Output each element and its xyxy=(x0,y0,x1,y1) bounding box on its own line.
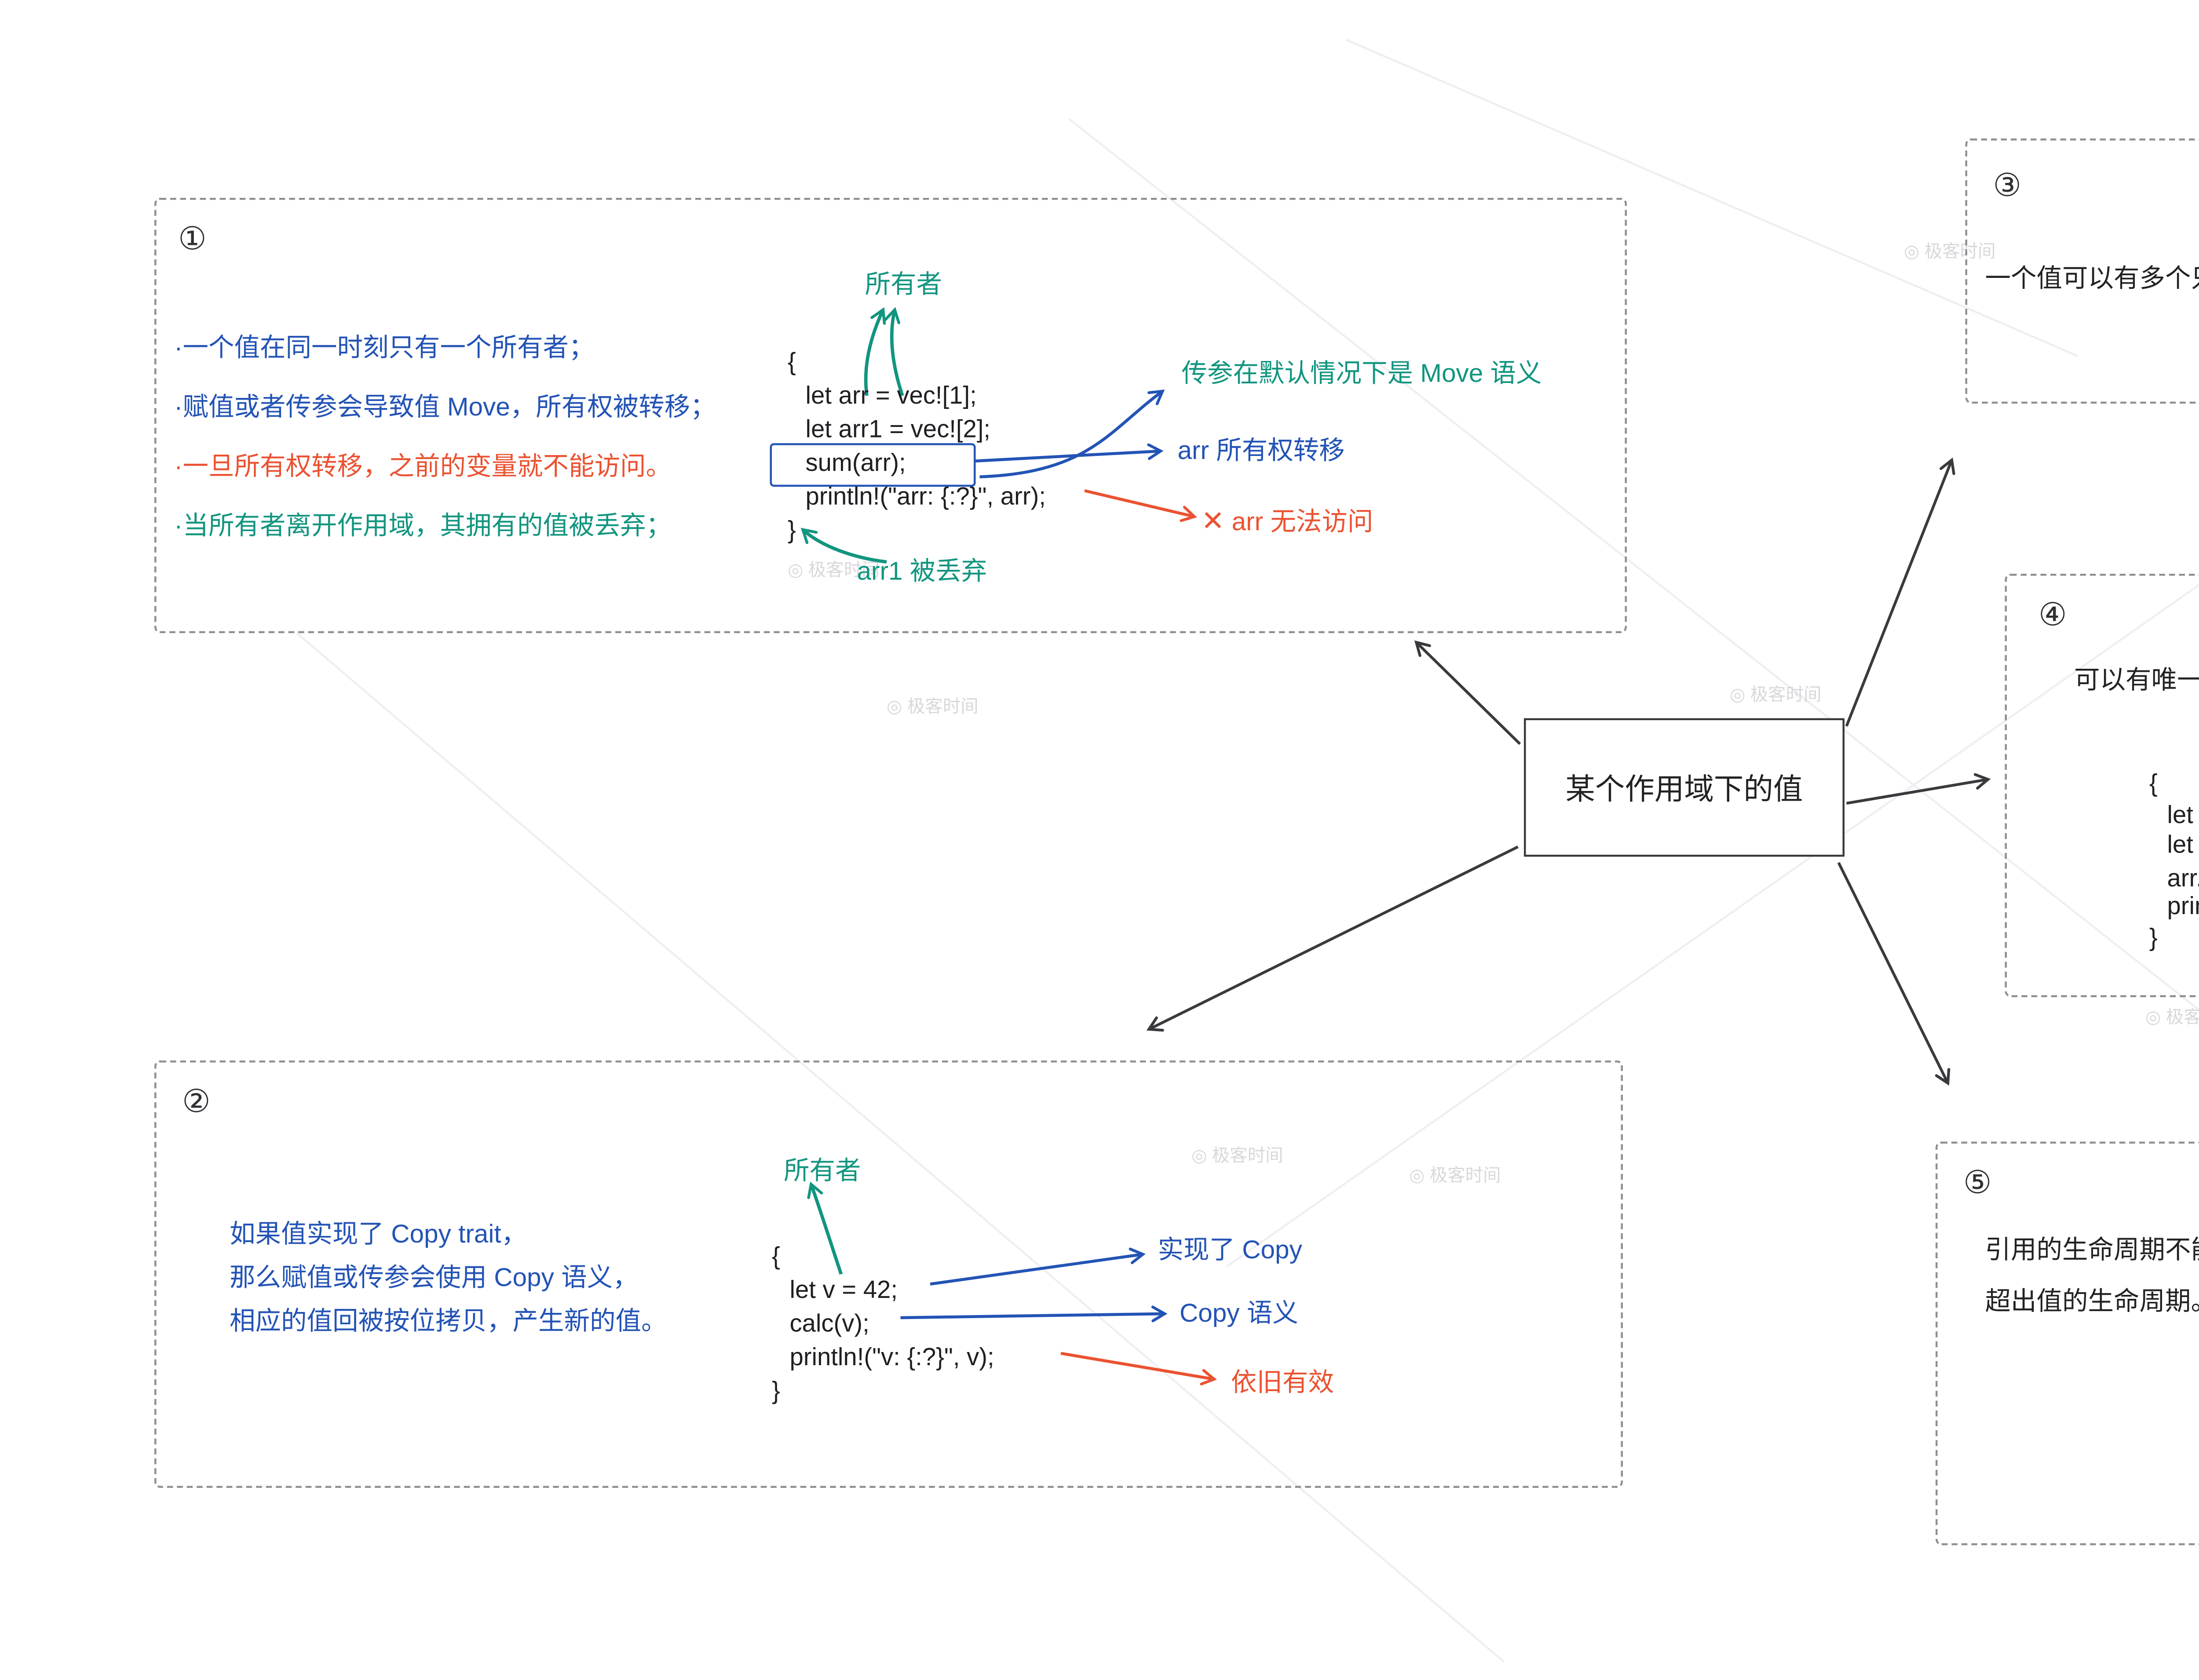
s1-ownership-moved-label: arr 所有权转移 xyxy=(1177,435,1345,465)
s2-code-block: { let v = 42; calc(v); println!("v: {:?}… xyxy=(772,1241,994,1409)
watermark: ◎ 极客时间 xyxy=(1904,241,1996,261)
section2-box xyxy=(154,1060,1623,1488)
code-line: { xyxy=(772,1243,780,1270)
background-guide-lines xyxy=(296,38,2199,1663)
arrow-s2-impl-copy xyxy=(930,1247,1146,1286)
s2-still-valid-label: 依旧有效 xyxy=(1231,1367,1334,1397)
code-line: } xyxy=(772,1377,780,1405)
code-line: { xyxy=(788,348,796,376)
s1-code-block: { let arr = vec![1]; let arr1 = vec![2];… xyxy=(788,346,1046,548)
code-line: calc(v); xyxy=(789,1310,869,1337)
error-cross-icon: ✕ xyxy=(1201,504,1225,536)
s3-description: 一个值可以有多个只读引用。 xyxy=(1985,263,2199,293)
arrow-s1-owner-b xyxy=(884,307,904,397)
code-line: } xyxy=(788,516,796,544)
s2-impl-copy-label: 实现了 Copy xyxy=(1158,1235,1302,1265)
s5-desc-line2: 超出值的生命周期。 xyxy=(1985,1286,2199,1316)
s4-code-block: { let mut arr = vec![1]; let ir = &arr; … xyxy=(2149,770,2199,954)
s1-bullet-4: ·当所有者离开作用域，其拥有的值被丢弃； xyxy=(174,510,672,540)
code-line: println!("ir: {:?}", ir); xyxy=(2167,892,2199,920)
s1-owner-label: 所有者 xyxy=(865,269,942,299)
arrow-center-to-section5 xyxy=(1837,862,1951,1086)
s1-bullet-1: ·一个值在同一时刻只有一个所有者； xyxy=(174,332,595,362)
arrow-center-to-section4 xyxy=(1846,773,1991,805)
watermark: ◎ 极客时间 xyxy=(1409,1165,1501,1185)
code-line: let ir = &arr; xyxy=(2167,831,2193,859)
code-line: println!("v: {:?}", v); xyxy=(789,1343,994,1371)
s1-dropped-label: arr1 被丢弃 xyxy=(857,556,987,586)
section3-box xyxy=(1965,138,2199,404)
code-line: let arr1 = vec![2]; xyxy=(805,415,991,443)
section4-box xyxy=(2005,574,2199,997)
s1-move-note-label: 传参在默认情况下是 Move 语义 xyxy=(1181,358,1542,388)
arrow-s1-no-access xyxy=(1084,489,1197,522)
s2-copy-semantics-label: Copy 语义 xyxy=(1180,1298,1298,1328)
code-line: sum(arr); xyxy=(805,449,906,477)
section3-number: ③ xyxy=(1993,170,2022,204)
section4-number: ④ xyxy=(2038,599,2067,634)
watermark: ◎ 极客时间 xyxy=(2145,1007,2199,1027)
arrow-center-to-section1 xyxy=(1414,640,1521,745)
watermark: ◎ 极客时间 xyxy=(887,696,979,716)
section2-number: ② xyxy=(182,1086,211,1120)
s4-description: 可以有唯一一个活跃的可变引用，可变引用和只读引用是互斥的关系。 xyxy=(2074,665,2199,695)
code-line: let arr = vec![1]; xyxy=(805,382,977,410)
section1-number: ① xyxy=(178,223,207,258)
watermark: ◎ 极客时间 xyxy=(788,560,880,580)
s2-desc-line2: 那么赋值或传参会使用 Copy 语义， xyxy=(230,1262,639,1292)
s1-sum-highlight-box xyxy=(770,443,976,487)
code-line: let v = 42; xyxy=(789,1276,898,1304)
code-line: } xyxy=(2149,923,2158,951)
s2-desc-line1: 如果值实现了 Copy trait， xyxy=(230,1219,527,1249)
arrow-s2-copy-semantics xyxy=(900,1305,1168,1323)
arrow-center-to-section2 xyxy=(1146,845,1519,1032)
code-line: { xyxy=(2149,769,2158,798)
s2-owner-label: 所有者 xyxy=(784,1155,861,1185)
arrow-center-to-section3 xyxy=(1845,457,1955,727)
section5-box xyxy=(1936,1141,2199,1545)
s2-desc-line3: 相应的值回被按位拷贝，产生新的值。 xyxy=(230,1306,667,1336)
arrow-s1-owner-a xyxy=(864,307,886,396)
s1-no-access-text: arr 无法访问 xyxy=(1231,507,1373,536)
code-line: let mut arr = vec![1]; xyxy=(2167,800,2193,828)
arrow-s1-arr1-dropped xyxy=(800,528,887,564)
center-node: 某个作用域下的值 xyxy=(1524,718,1845,857)
watermark: ◎ 极客时间 xyxy=(1191,1145,1283,1166)
arrow-s2-owner xyxy=(807,1181,843,1275)
arrow-s1-move-semantics xyxy=(979,389,1165,478)
watermark: ◎ 极客时间 xyxy=(1730,685,1822,704)
arrow-s1-ownership-moved xyxy=(975,443,1164,463)
code-line: println!("arr: {:?}", arr); xyxy=(805,483,1046,510)
section1-box xyxy=(154,198,1627,633)
arrow-s2-still-valid xyxy=(1060,1352,1217,1386)
code-line: arr.push(2); ✕ xyxy=(2167,864,2199,892)
s1-bullet-2: ·赋值或者传参会导致值 Move，所有权被转移； xyxy=(174,392,716,422)
section5-number: ⑤ xyxy=(1963,1167,1992,1201)
s5-desc-line1: 引用的生命周期不能 xyxy=(1985,1235,2199,1265)
s1-no-access-label: ✕ arr 无法访问 xyxy=(1202,505,1373,539)
s1-bullet-3: ·一旦所有权转移，之前的变量就不能访问。 xyxy=(174,451,672,481)
